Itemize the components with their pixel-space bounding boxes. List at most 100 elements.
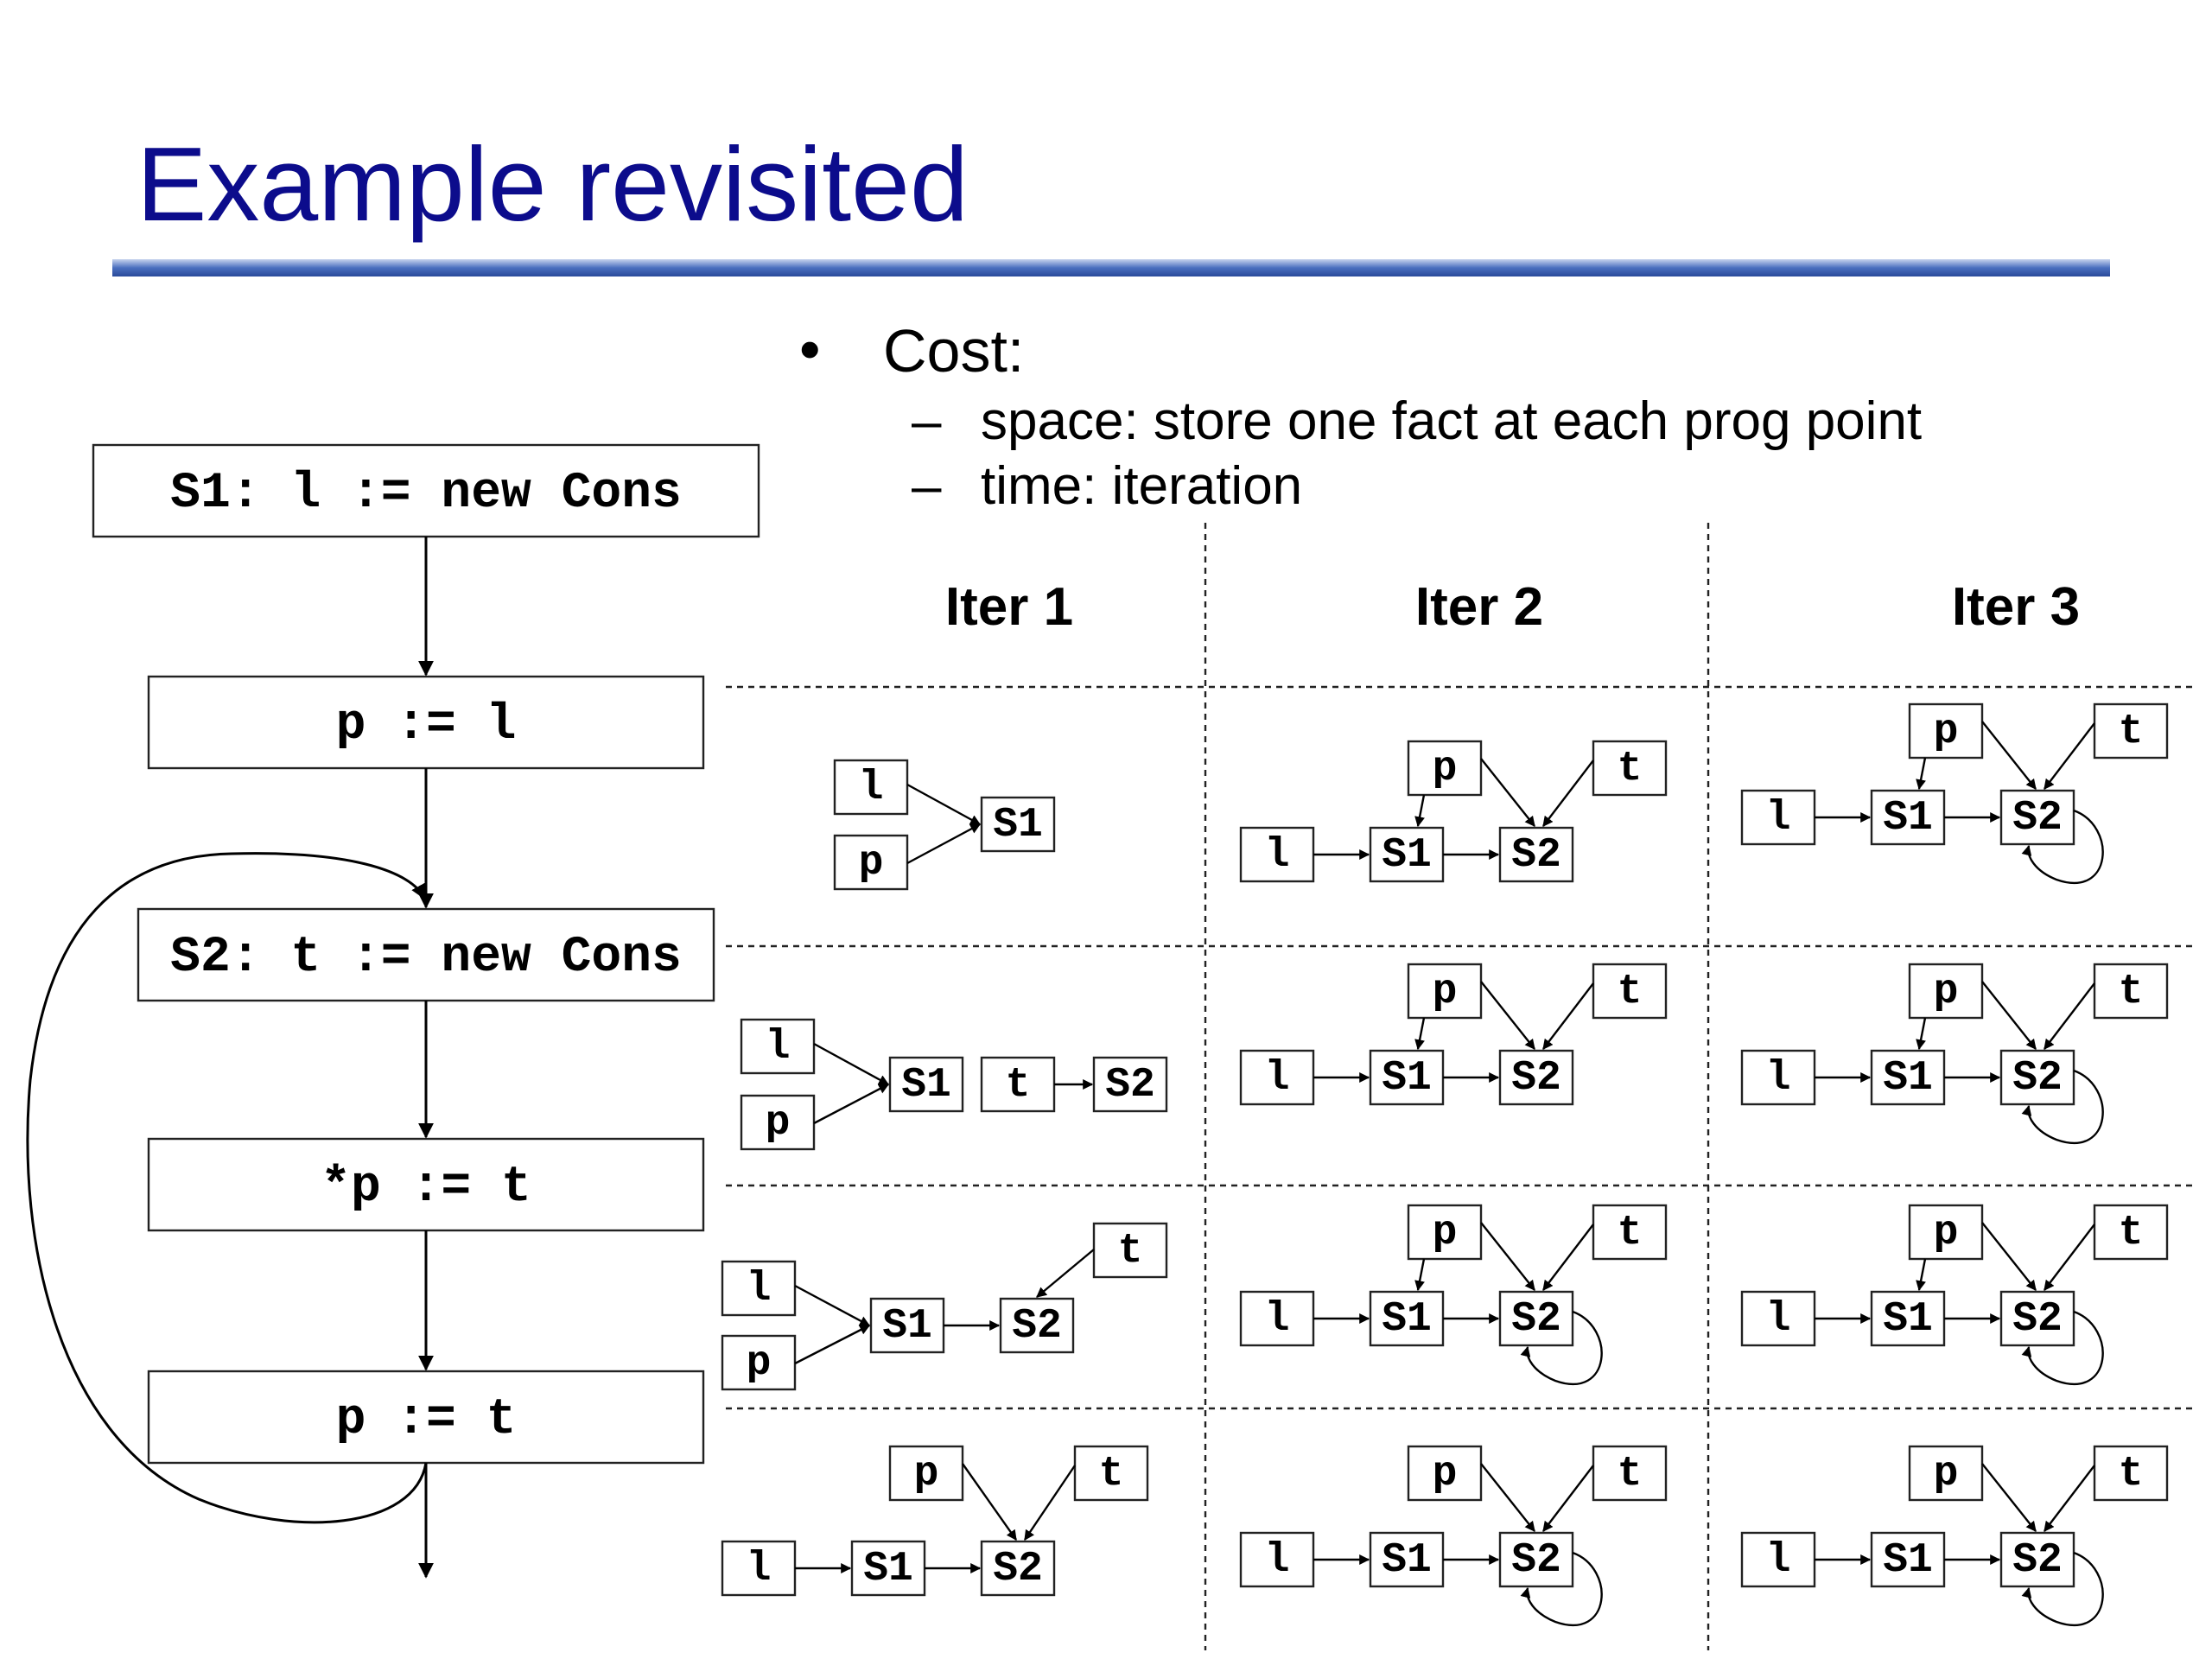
iter2-row3-graph-node-l-box [1239,1290,1315,1347]
iter1-row4-node-t-label: t [1099,1451,1124,1497]
iter1-row2-node-s2-box [1092,1056,1168,1113]
iter1-row3-node-p-box [721,1334,797,1391]
iter2-row1-graph: l S1 S2 p t [1239,740,1668,883]
iter1-row2-edge-p-s1 [813,1083,890,1125]
iter3-row3-graph-node-t-label: t [2119,1210,2144,1256]
iter2-row3-graph-node-t-box [1592,1204,1668,1261]
iter1-row1-node-p-box [833,834,909,891]
iter3-row3-graph-node-s2-box [1999,1290,2075,1347]
iter2-row2-graph-node-l-label: l [1265,1055,1290,1102]
iter1-row3-node-t-box [1092,1222,1168,1279]
iter1-row4-node-s2-label: S2 [993,1546,1043,1592]
iter3-row3-graph-node-p-box [1908,1204,1984,1261]
iter1-row4-node-l-label: l [747,1546,772,1592]
iter1-row2-node-t-box [980,1056,1056,1113]
dash-marker-1: – [912,391,942,451]
iter2-row2-graph-node-t-label: t [1618,969,1643,1015]
iter3-row1-graph-edge-p-s2 [1981,721,2037,790]
cfg-box-p-assign-t [147,1370,705,1465]
cfg-box-store [147,1137,705,1232]
iter3-row4-graph-node-s2-label: S2 [2012,1537,2063,1584]
iter2-row1-graph-node-s2-box [1498,826,1574,883]
iter1-row4-edge-t-s2 [1024,1465,1076,1541]
iter1-row2-node-l-box [740,1018,816,1075]
iter1-row2-node-t-label: t [1006,1062,1031,1109]
iter3-row4-graph-node-p-box [1908,1445,1984,1502]
iter2-row2-graph-node-s2-box [1498,1049,1574,1106]
iter3-row4-graph-node-s1-label: S1 [1883,1537,1933,1584]
iter3-row4-graph-node-l-label: l [1766,1537,1791,1584]
iter3-row2-graph-node-s1-label: S1 [1883,1055,1933,1102]
iter3-row4-graph-edge-p-s2 [1981,1463,2037,1532]
iter1-row4-node-s1-box [850,1540,926,1597]
iter3-row1-graph-node-t-label: t [2119,709,2144,755]
iter3-row2-graph-node-s2-label: S2 [2012,1055,2063,1102]
iter1-row1-node-l-box [833,759,909,816]
iter3-row1-graph-node-s1-box [1870,789,1946,846]
iter3-row4-graph-edge-s2-self [2021,1551,2104,1627]
iter3-row3-graph-node-s1-label: S1 [1883,1296,1933,1343]
iter1-row3-edge-l-s1 [794,1284,871,1327]
iter2-row1-graph-node-s1-label: S1 [1382,832,1432,879]
iter2-row2-graph-node-l-box [1239,1049,1315,1106]
iter1-row2-node-l-label: l [766,1024,791,1071]
iter2-row1-graph-node-t-box [1592,740,1668,797]
iter-1-heading: Iter 1 [945,577,1073,637]
iter1-row3-node-t-label: t [1118,1228,1143,1274]
iter3-row3-graph-edge-p-s2 [1981,1222,2037,1291]
iter2-row1-graph-node-p-box [1407,740,1483,797]
iter3-row2-graph-edge-p-s2 [1981,981,2037,1050]
iter1-row3-node-p-label: p [747,1340,772,1387]
iter2-row1-graph-node-p-label: p [1433,746,1458,792]
iter3-row1-graph-node-t-box [2093,702,2169,760]
iter3-row4-graph-node-s2-box [1999,1531,2075,1588]
iter3-row1-graph-node-l-box [1740,789,1816,846]
iter3-row1-graph-node-p-box [1908,702,1984,760]
iter2-row3-graph-node-l-label: l [1265,1296,1290,1343]
iter2-row1-graph-node-t-label: t [1618,746,1643,792]
iter2-row4-graph-node-s1-label: S1 [1382,1537,1432,1584]
iter1-row3-node-l-label: l [747,1266,772,1313]
iter2-row1-graph-node-l-label: l [1265,832,1290,879]
iter2-row2-graph-node-s1-label: S1 [1382,1055,1432,1102]
iter3-row4-graph-node-t-label: t [2119,1451,2144,1497]
iter2-row4-graph-node-l-label: l [1265,1537,1290,1584]
iter2-row3-graph-edge-p-s2 [1480,1222,1535,1291]
iter1-row2-node-s2-label: S2 [1105,1062,1155,1109]
iter2-row1-graph-node-s2-label: S2 [1511,832,1561,879]
iter2-row1-graph-edge-t-s2 [1542,760,1594,827]
iter3-row2-graph-node-l-label: l [1766,1055,1791,1102]
iteration-grid [726,523,2195,1650]
iter3-row1-graph-edge-s2-self [2021,809,2104,885]
iter1-row3-node-s2-label: S2 [1012,1303,1062,1350]
iter-2-heading: Iter 2 [1415,577,1543,637]
iter1-row1-edge-p-s1 [906,823,982,865]
iter3-row4-graph-node-s1-box [1870,1531,1946,1588]
cfg-stmt-s1: S1: l := new Cons [170,466,682,522]
iter-3-heading: Iter 3 [1952,577,2080,637]
iter3-row2-graph-node-p-box [1908,963,1984,1020]
iter1-row2-node-p-label: p [766,1100,791,1147]
iter1-row2-node-s1-box [888,1056,964,1113]
iter1-row3-node-l-box [721,1260,797,1317]
iter3-row2-graph-node-t-box [2093,963,2169,1020]
cfg-back-edge [26,852,428,1524]
iter1-row3-edge-p-s1 [794,1324,871,1365]
iter1-row2-graph: lp S1 t S2 [740,1018,1168,1151]
iter3-row4-graph-node-l-box [1740,1531,1816,1588]
iter3-row1-graph-node-l-label: l [1766,795,1791,842]
iter2-row4-graph-node-t-box [1592,1445,1668,1502]
iter3-row1-graph-node-s1-label: S1 [1883,795,1933,842]
iter2-row4-graph-edge-s2-self [1520,1551,1603,1627]
iter1-row2-node-s1-label: S1 [901,1062,951,1109]
iter3-row3-graph-edge-t-s2 [2044,1224,2095,1291]
iter1-row3-node-s2-box [999,1297,1075,1354]
iter1-row1-node-s1-label: S1 [993,802,1043,849]
slide-title: Example revisited [137,125,969,243]
